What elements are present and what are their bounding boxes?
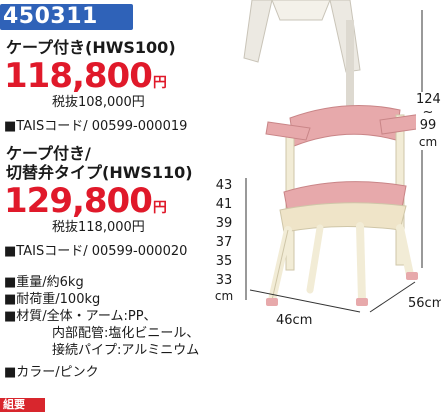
variant-2-tax-excluded: 税抜118,000円 [52,220,145,235]
total-height-bottom: 99 [419,118,437,133]
height-tick: 41 [215,197,233,212]
product-code: 450311 [0,4,133,30]
seat-height-scale: 43 41 39 37 35 33 cm [211,176,237,302]
spec-load: ■耐荷重/100kg [4,292,101,307]
depth-dimension: 56cm [408,296,441,311]
yen-mark: 円 [152,75,167,91]
variant-2-tais-code: ■TAISコード/ 00599-000020 [4,244,188,259]
height-unit: cm [214,289,234,303]
total-height-sep: ~ [422,105,434,120]
total-height-top: 124 [416,92,441,107]
yen-mark: 円 [152,200,167,216]
variant-1-name: ケープ付き(HWS100) [6,38,176,57]
variant-1-tais-code: ■TAISコード/ 00599-000019 [4,119,188,134]
height-tick: 37 [215,235,233,250]
spec-weight: ■重量/約6kg [4,275,84,290]
spec-material-1: ■材質/全体・アーム:PP、 [4,309,157,324]
total-height-unit: cm [418,135,438,149]
spec-material-3: 接続パイプ:アルミニウム [52,343,200,358]
shower-chair-illustration [243,0,425,313]
variant-2-name-line-2: 切替弁タイプ(HWS110) [6,163,193,182]
variant-2-name-line-1: ケープ付き/ [6,144,91,163]
spec-material-2: 内部配管:塩化ビニール、 [52,326,200,341]
height-tick: 33 [215,273,233,288]
variant-1-tax-excluded: 税抜108,000円 [52,95,145,110]
height-tick: 43 [215,178,233,193]
variant-2-price: 129,800円 [4,181,167,221]
variant-1-price: 118,800円 [4,56,167,96]
height-tick: 39 [215,216,233,231]
assembly-badge: 組要 [0,398,45,412]
width-dimension: 46cm [276,313,313,328]
spec-color: ■カラー/ピンク [4,365,99,380]
total-height-label: 124 ~ 99 cm [416,92,441,150]
height-tick: 35 [215,254,233,269]
shower-arm-illustration [243,0,361,120]
